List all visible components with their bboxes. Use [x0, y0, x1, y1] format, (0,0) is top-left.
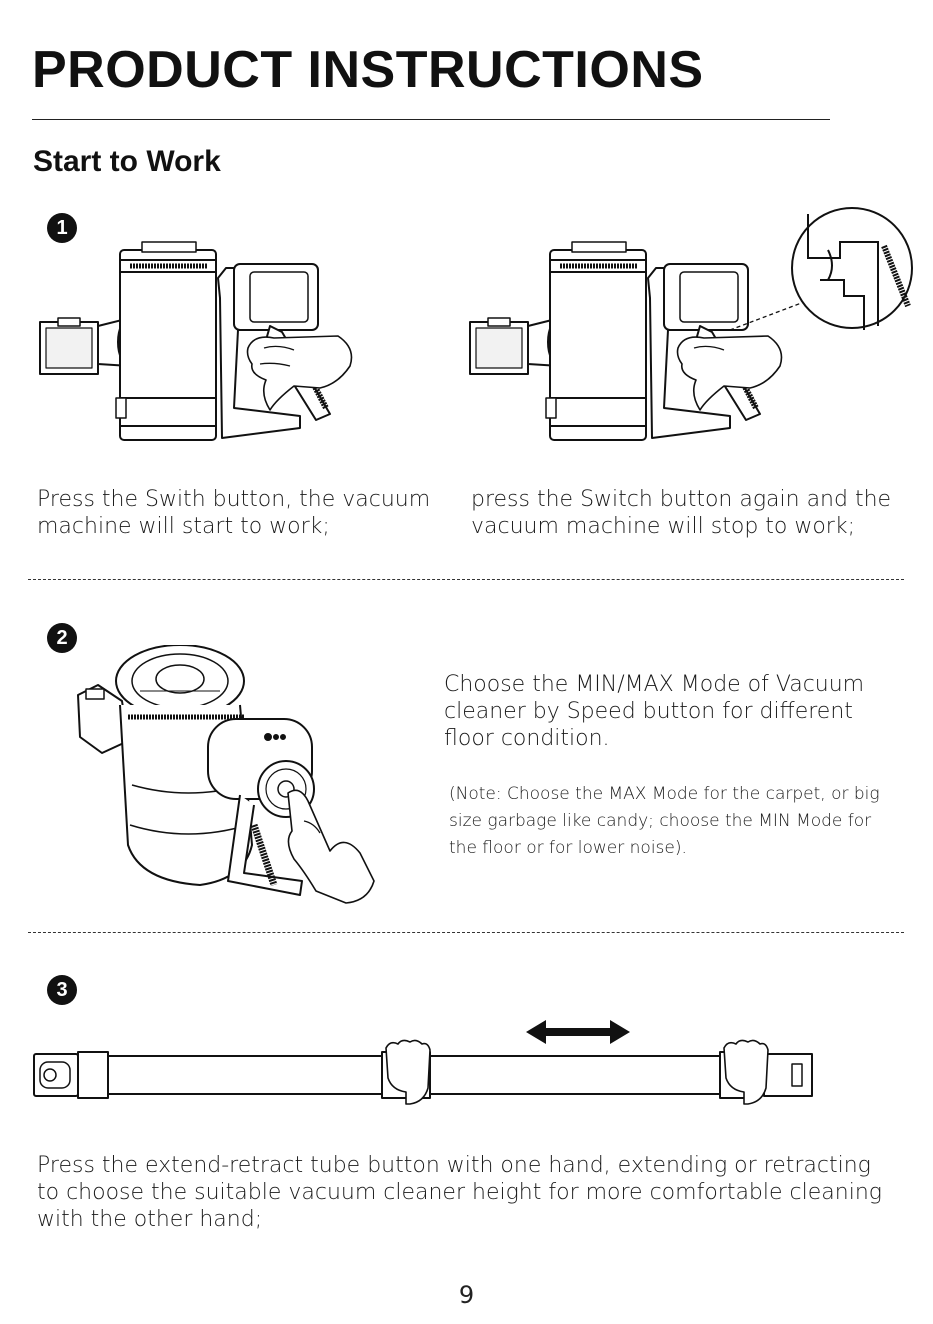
step-2-badge: 2	[47, 623, 77, 653]
step-3-text: Press the extend-retract tube button wit…	[37, 1153, 882, 1232]
double-arrow-icon	[526, 1020, 630, 1044]
page-title: PRODUCT INSTRUCTIONS	[32, 41, 704, 99]
zoom-detail-icon	[791, 207, 913, 330]
step-1-start-text: Press the Swith button, the vacuum machi…	[37, 487, 431, 539]
step-3-badge: 3	[47, 975, 77, 1005]
title-divider	[32, 119, 830, 120]
step-1-stop-text: press the Switch button again and the va…	[471, 487, 892, 539]
vacuum-stop-illustration	[469, 207, 913, 441]
section-heading: Start to Work	[33, 145, 221, 178]
page-number: 9	[458, 1281, 475, 1309]
step-2-note: (Note: Choose the MAX Mode for the carpe…	[449, 784, 880, 858]
section-divider	[28, 579, 904, 580]
section-divider	[28, 932, 904, 933]
step-2-text: Choose the MIN/MAX Mode of Vacuum cleane…	[444, 672, 865, 751]
step-1-badge: 1	[47, 213, 77, 243]
speed-button-illustration	[77, 645, 375, 904]
extension-tube-illustration	[33, 1020, 813, 1105]
vacuum-start-illustration	[39, 241, 353, 441]
